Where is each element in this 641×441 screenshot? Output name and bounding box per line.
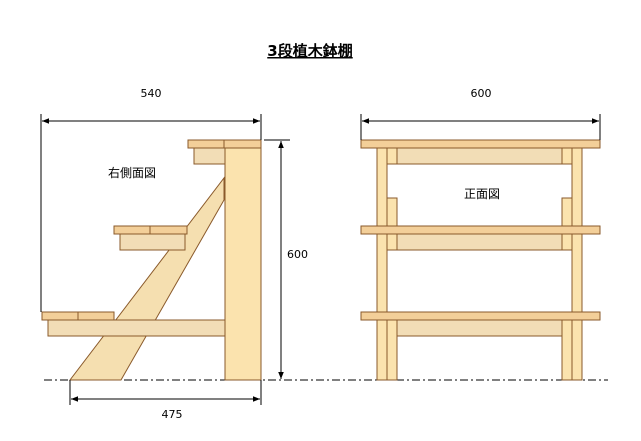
front-tier2-plank — [360, 225, 601, 235]
side-diagonal-leg — [68, 176, 225, 381]
side-tier3-support — [193, 147, 226, 165]
side-tier3-plank-back — [223, 139, 262, 149]
front-tier3-board — [396, 147, 563, 165]
dim-side-height: 600 — [287, 248, 308, 261]
side-tier3-plank-front — [187, 139, 225, 149]
dim-side-top-width: 540 — [141, 87, 162, 100]
side-tier1-plank-front — [41, 311, 79, 321]
drawing-title: 3段植木鉢棚 — [267, 42, 352, 60]
side-view: 右側面図 — [41, 139, 262, 381]
side-tier2-plank-front — [113, 225, 151, 235]
front-post-right-inner-top — [561, 145, 573, 165]
front-post-right-inner-mid — [561, 197, 573, 251]
front-tier3-plank — [360, 139, 601, 149]
front-post-right-inner-low — [561, 311, 573, 381]
side-tier1-plank-back — [77, 311, 115, 321]
side-dimensions: 540 600 475 — [40, 87, 308, 421]
front-tier2-board — [396, 233, 563, 251]
dim-front-width: 600 — [471, 87, 492, 100]
front-tier1-board — [396, 319, 563, 337]
front-post-left-inner-top — [386, 145, 398, 165]
front-tier1-plank — [360, 311, 601, 321]
front-post-left-outer — [376, 145, 388, 381]
front-post-left-inner-low — [386, 311, 398, 381]
dim-side-bottom-width: 475 — [162, 408, 183, 421]
front-post-left-inner-mid — [386, 197, 398, 251]
front-post-right-outer — [571, 145, 583, 381]
side-tier2-plank-back — [149, 225, 188, 235]
side-view-label: 右側面図 — [108, 165, 156, 180]
side-back-post — [224, 145, 262, 381]
front-dimensions: 600 — [360, 87, 601, 140]
side-tier2-support — [119, 233, 186, 251]
front-view: 正面図 — [360, 139, 601, 381]
front-view-label: 正面図 — [464, 187, 500, 201]
side-tier1-support — [47, 319, 226, 337]
